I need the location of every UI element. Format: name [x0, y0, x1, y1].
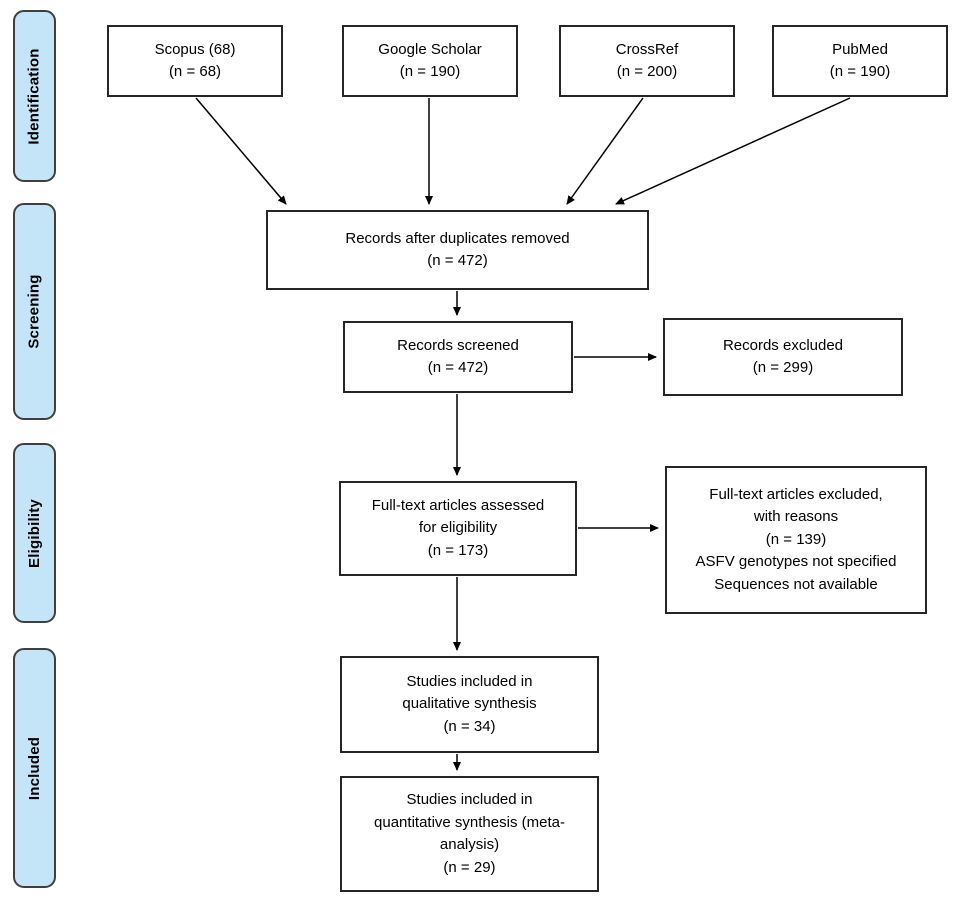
box-fulltext-excluded: Full-text articles excluded, with reason…: [665, 466, 927, 614]
box-fulltext-assessed: Full-text articles assessed for eligibil…: [339, 481, 577, 576]
box-records-screened: Records screened (n = 472): [343, 321, 573, 393]
stage-identification-label: Identification: [26, 47, 44, 145]
stage-eligibility-label: Eligibility: [26, 498, 43, 568]
box-duplicates-removed: Records after duplicates removed (n = 47…: [266, 210, 649, 290]
box-records-excluded: Records excluded (n = 299): [663, 318, 903, 396]
source-box-google-scholar: Google Scholar (n = 190): [342, 25, 518, 97]
arrow-crossref-to-duplicates: [566, 97, 644, 205]
source-box-pubmed: PubMed (n = 190): [772, 25, 948, 97]
source-box-scopus: Scopus (68) (n = 68): [107, 25, 283, 97]
box-quantitative-synthesis: Studies included in quantitative synthes…: [340, 776, 599, 892]
stage-screening: Screening: [13, 203, 56, 420]
arrow-pubmed-to-duplicates: [615, 97, 851, 205]
box-qualitative-synthesis: Studies included in qualitative synthesi…: [340, 656, 599, 753]
stage-identification: Identification: [13, 10, 56, 182]
stage-included-label: Included: [26, 736, 43, 800]
stage-screening-label: Screening: [26, 274, 44, 349]
source-box-crossref: CrossRef (n = 200): [559, 25, 735, 97]
stage-included: Included: [13, 648, 56, 888]
stage-eligibility: Eligibility: [13, 443, 56, 623]
arrow-scopus-to-duplicates: [195, 97, 287, 205]
